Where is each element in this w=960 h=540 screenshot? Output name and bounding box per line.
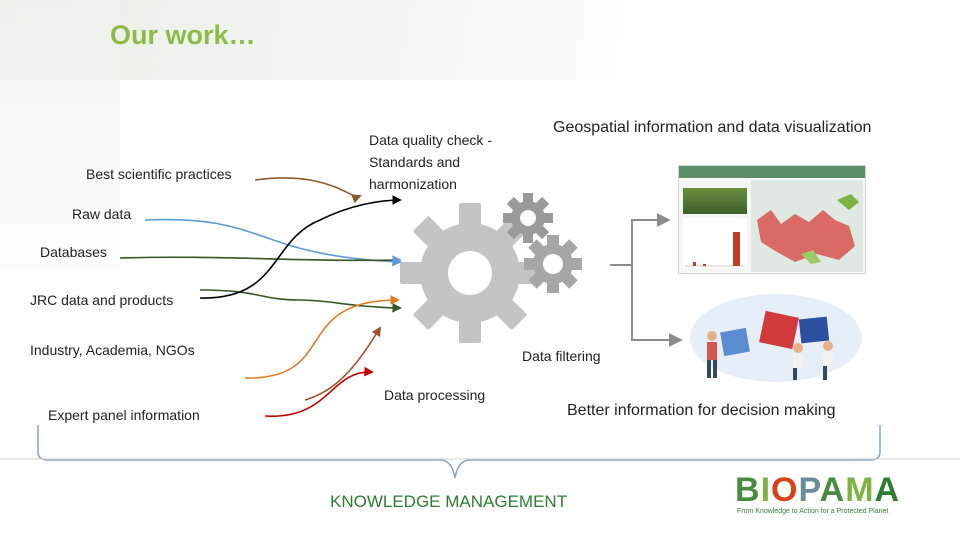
data-processing-label: Data processing bbox=[384, 387, 486, 403]
connector-to-geospatial bbox=[610, 213, 671, 266]
screenshot-header-bar bbox=[679, 166, 865, 178]
arrow-industry-2 bbox=[304, 326, 382, 401]
input-label-industry: Industry, Academia, NGOs bbox=[30, 342, 195, 358]
quality-check-line3: harmonization bbox=[369, 176, 457, 192]
screenshot-chart bbox=[683, 218, 747, 268]
arrow-expert bbox=[264, 366, 374, 417]
input-label-best-practices: Best scientific practices bbox=[86, 166, 232, 182]
better-info-label: Better information for decision making bbox=[567, 402, 836, 419]
quality-check-line2: Standards and bbox=[369, 154, 461, 170]
small-gear-icon bbox=[503, 193, 553, 243]
input-label-raw-data: Raw data bbox=[72, 206, 132, 222]
map-screenshot-image bbox=[678, 165, 866, 274]
arrow-raw-data bbox=[144, 218, 402, 267]
puzzle-teamwork-illustration bbox=[688, 292, 864, 384]
arrow-databases-2 bbox=[199, 289, 402, 313]
data-filtering-label: Data filtering bbox=[522, 348, 601, 364]
geospatial-label: Geospatial information and data visualiz… bbox=[553, 119, 872, 136]
biopama-logo: BIOPAMA From Knowledge to Action for a P… bbox=[735, 472, 905, 520]
connector-to-filtering bbox=[631, 265, 683, 347]
medium-gear-icon bbox=[524, 235, 582, 293]
side-background bbox=[0, 0, 120, 540]
arrow-databases bbox=[119, 255, 402, 265]
quality-check-line1: Data quality check - bbox=[369, 132, 492, 148]
screenshot-map bbox=[751, 180, 863, 272]
input-label-expert: Expert panel information bbox=[48, 407, 200, 423]
arrow-industry bbox=[244, 295, 400, 379]
header-background bbox=[0, 0, 960, 80]
screenshot-forest-photo bbox=[683, 188, 747, 214]
input-label-databases: Databases bbox=[40, 244, 107, 260]
knowledge-management-label: KNOWLEDGE MANAGEMENT bbox=[330, 492, 568, 511]
logo-wordmark: BIOPAMA bbox=[735, 471, 901, 509]
input-label-jrc: JRC data and products bbox=[30, 292, 174, 308]
arrow-jrc bbox=[199, 195, 402, 299]
slide-title: Our work… bbox=[110, 20, 256, 50]
logo-tagline: From Knowledge to Action for a Protected… bbox=[737, 508, 889, 515]
arrow-best-practices bbox=[254, 177, 362, 204]
